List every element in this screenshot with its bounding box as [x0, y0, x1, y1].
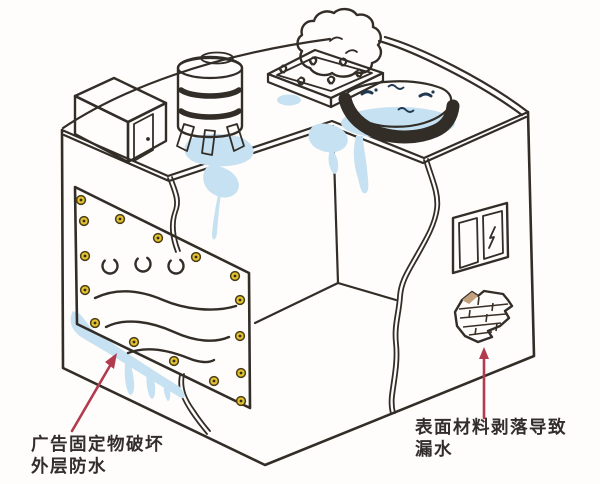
surface-issue-line2: 漏水: [415, 439, 453, 459]
building-outline: [60, 110, 536, 467]
roof-back-edges: [61, 35, 530, 130]
billboard-issue-line2: 外层防水: [31, 456, 107, 476]
door-knob-icon: [146, 137, 150, 141]
window-icon: [451, 201, 510, 275]
rooftop-pond-icon: [338, 80, 460, 144]
peeled-brick-patch-icon: [453, 289, 514, 344]
billboard-panel-icon: [73, 185, 252, 410]
billboard-doodles: [93, 255, 238, 364]
billboard-issue-line1: 广告固定物破坏: [31, 434, 164, 454]
surface-issue-label: 表面材料剥落导致 漏水: [415, 416, 567, 460]
surface-issue-line1: 表面材料剥落导致: [415, 417, 567, 437]
rooftop-bush-icon: [296, 7, 383, 78]
sprout-icons: [278, 56, 364, 86]
interior-corner: [253, 124, 398, 325]
rooftop-stair-room-icon: [73, 76, 168, 164]
billboard-screw-icons: [75, 194, 247, 407]
door-icon: [133, 113, 154, 162]
billboard-screw-centers: [79, 198, 243, 403]
rim-brick-joints: [342, 102, 451, 142]
rooftop-water-tank-icon: [176, 51, 245, 156]
billboard-issue-label: 广告固定物破坏 外层防水: [31, 433, 164, 477]
pond-water-marks: [360, 84, 435, 113]
billboard-arrow: [70, 362, 113, 433]
wall-crack-icon: [167, 158, 441, 435]
annotation-arrows: [70, 347, 489, 433]
